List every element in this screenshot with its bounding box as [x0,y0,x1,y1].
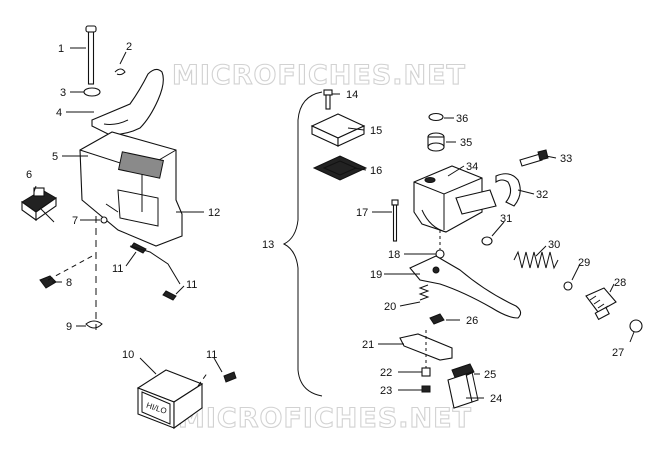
part-o-ring-27 [629,319,643,333]
callout-labels: 1 2 3 4 5 6 7 8 9 10 11 11 11 12 13 14 1… [26,41,626,405]
callout-26: 26 [466,315,478,327]
callout-35: 35 [460,137,472,149]
callout-8: 8 [66,277,72,289]
part-gasket [312,155,368,181]
part-screw-14 [323,89,333,110]
part-pin-17 [391,199,399,206]
part-clamp [495,173,521,207]
part-nut-26 [429,313,445,325]
callout-16: 16 [370,165,382,177]
part-washer [83,87,101,97]
callout-21: 21 [362,339,374,351]
part-clip [85,320,103,329]
callout-32: 32 [536,189,548,201]
callout-28: 28 [614,277,626,289]
callout-29: 29 [578,257,590,269]
part-washer-31 [481,236,493,246]
callout-1: 1 [58,43,64,55]
part-bolt-22 [421,367,431,377]
part-o-ring-36 [428,112,444,122]
part-throttle-housing [79,131,183,247]
callout-4: 4 [56,107,62,119]
callout-31: 31 [500,213,512,225]
part-switch-block [21,187,57,222]
part-cotter-pin [114,68,126,76]
callout-11-lower: 11 [186,279,197,291]
part-screw-11b [162,290,177,301]
part-throttle-lever [91,68,164,135]
part-hi-lo-switch: HI/LO [136,369,204,430]
callout-17: 17 [356,207,368,219]
part-screw-23 [421,385,431,393]
part-bracket-21 [399,333,453,361]
callout-30: 30 [548,239,560,251]
part-master-cylinder [413,165,497,233]
callout-14: 14 [346,89,358,101]
part-boot-28 [585,287,617,321]
callout-6: 6 [26,169,32,181]
part-screw-11c [223,371,237,383]
part-piston-35 [427,132,445,152]
callout-13: 13 [262,239,274,251]
callout-11-switch: 11 [206,349,217,361]
callout-36: 36 [456,113,468,125]
callout-19: 19 [370,269,382,281]
callout-2: 2 [126,41,132,53]
part-brake-lever [409,255,522,319]
callout-9: 9 [66,321,72,333]
part-screw-11a [129,242,181,285]
part-spring-20 [418,284,430,301]
callout-27: 27 [612,347,624,359]
watermark-top: MICROFICHES.NET [172,60,466,91]
callout-25: 25 [484,369,496,381]
part-switch-25 [451,363,475,381]
callout-5: 5 [52,151,58,163]
callout-10: 10 [122,349,134,361]
callout-20: 20 [384,301,396,313]
callout-34: 34 [466,161,478,173]
callout-12: 12 [208,207,220,219]
callout-7: 7 [72,215,78,227]
callout-23: 23 [380,385,392,397]
group-brace [282,91,323,397]
part-bolt [85,25,97,85]
callout-33: 33 [560,153,572,165]
callout-3: 3 [60,87,66,99]
callout-15: 15 [370,125,382,137]
callout-22: 22 [380,367,392,379]
watermark-bottom: MICROFICHES.NET [178,403,472,434]
callout-11-left: 11 [112,263,123,275]
callout-24: 24 [490,393,502,405]
part-spring-30 [513,250,559,270]
callout-leaders [33,47,635,399]
part-washer-29 [563,281,573,291]
callout-18: 18 [388,249,400,261]
